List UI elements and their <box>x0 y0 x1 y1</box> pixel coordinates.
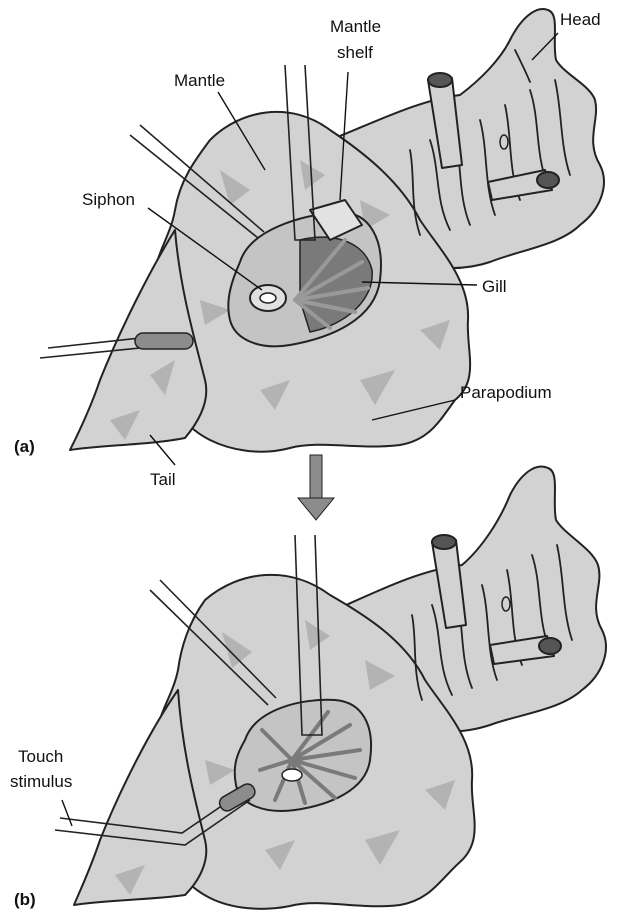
panel-label-b: (b) <box>14 890 36 909</box>
label-gill: Gill <box>482 277 507 296</box>
label-head: Head <box>560 10 601 29</box>
panel-a: Mantle Mantle shelf Head Siphon Gill Par… <box>14 9 604 489</box>
down-arrow-icon <box>298 455 334 520</box>
label-touch-line2: stimulus <box>10 772 72 791</box>
label-touch-line1: Touch <box>18 747 63 766</box>
label-tail: Tail <box>150 470 176 489</box>
panel-b: Touch stimulus (b) <box>10 467 606 909</box>
panel-label-a: (a) <box>14 437 35 456</box>
label-mantle: Mantle <box>174 71 225 90</box>
label-mantle-shelf-line2: shelf <box>337 43 373 62</box>
label-siphon: Siphon <box>82 190 135 209</box>
siphon-b <box>282 769 302 781</box>
label-parapodium: Parapodium <box>460 383 552 402</box>
leader-lines-b <box>62 800 72 826</box>
label-mantle-shelf-line1: Mantle <box>330 17 381 36</box>
